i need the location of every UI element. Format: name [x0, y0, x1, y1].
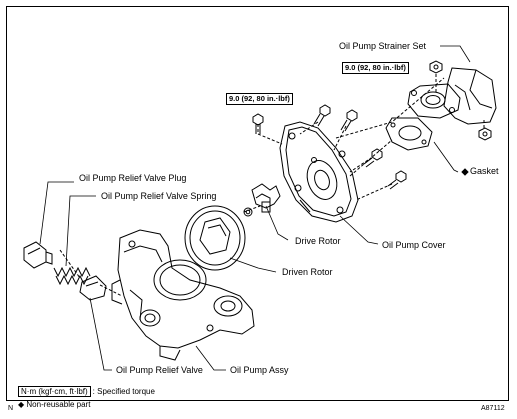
cover-torque-box: 9.0 (92, 80 in.·lbf) [226, 93, 293, 105]
torque-legend-unit: N·m (kgf·cm, ft·lbf) [18, 386, 91, 397]
leader-lines [39, 45, 471, 371]
diagram-frame [6, 6, 509, 401]
nonreusable-legend-text: Non-reusable part [26, 400, 91, 409]
nonreusable-legend-icon: ◆ [18, 400, 25, 409]
label-relief-plug: Oil Pump Relief Valve Plug [79, 173, 187, 183]
relief-valve-plug-drawing [23, 241, 53, 269]
strainer-nut-drawing [429, 60, 492, 141]
corner-mark-left: N [8, 405, 14, 412]
relief-valve-drawing [79, 275, 107, 301]
drive-rotor-drawing [243, 183, 281, 217]
label-driven-rotor: Driven Rotor [282, 267, 333, 277]
label-pump-cover: Oil Pump Cover [382, 240, 446, 250]
oil-pump-assy-drawing [111, 229, 255, 361]
label-relief-valve: Oil Pump Relief Valve [116, 365, 203, 375]
figure-id: A87112 [481, 405, 505, 412]
gasket-drawing [385, 117, 433, 151]
label-pump-assy: Oil Pump Assy [230, 365, 289, 375]
strainer-set-drawing [407, 67, 497, 125]
label-drive-rotor: Drive Rotor [295, 236, 341, 246]
label-gasket: Gasket [470, 166, 499, 176]
nonreusable-marker-icon [461, 168, 469, 176]
relief-valve-spring-drawing [53, 266, 91, 286]
label-strainer-set: Oil Pump Strainer Set [339, 41, 427, 51]
nonreusable-legend: ◆ Non-reusable part [18, 399, 90, 410]
label-relief-spring: Oil Pump Relief Valve Spring [101, 191, 217, 201]
driven-rotor-drawing [184, 205, 246, 271]
torque-legend: N·m (kgf·cm, ft·lbf): Specified torque [18, 386, 155, 397]
torque-legend-desc: : Specified torque [92, 387, 155, 396]
oil-pump-cover-drawing [279, 121, 359, 223]
strainer-torque-box: 9.0 (92, 80 in.·lbf) [342, 62, 409, 74]
assembly-dash-lines [59, 74, 485, 297]
